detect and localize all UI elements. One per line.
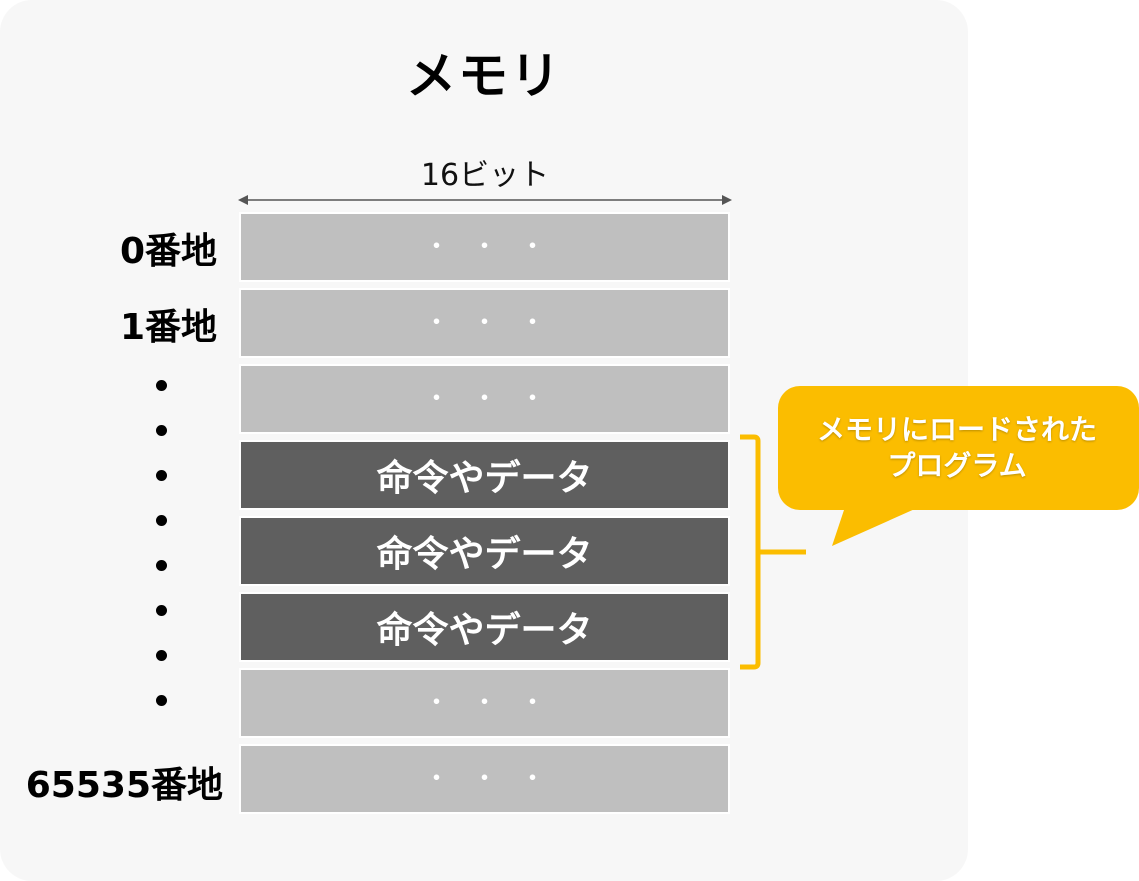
bit-width-arrow [238, 195, 732, 205]
memory-cell-program: 命令やデータ [239, 516, 730, 586]
callout-text: メモリにロードされた プログラム [782, 412, 1132, 484]
address-label-0: 0番地 [119, 231, 217, 272]
program-bracket [740, 434, 806, 670]
memory-cells: ・・・ ・・・ ・・・ 命令やデータ 命令やデータ 命令やデータ ・・・ ・・・ [239, 212, 730, 820]
ellipsis-dot [156, 650, 167, 661]
memory-cell-empty: ・・・ [239, 212, 730, 282]
ellipsis-dot [156, 425, 167, 436]
ellipsis-dot [156, 470, 167, 481]
address-label-1: 1番地 [119, 307, 217, 348]
vertical-ellipsis [156, 380, 174, 740]
cell-ellipsis: ・・・ [423, 308, 568, 338]
ellipsis-dot [156, 380, 167, 391]
callout-line-2: プログラム [887, 449, 1027, 482]
cell-ellipsis: ・・・ [423, 688, 568, 718]
address-label-last: 65535番地 [25, 765, 223, 806]
memory-cell-empty: ・・・ [239, 744, 730, 814]
ellipsis-dot [156, 605, 167, 616]
ellipsis-dot [156, 560, 167, 571]
ellipsis-dot [156, 515, 167, 526]
memory-cell-program: 命令やデータ [239, 592, 730, 662]
memory-cell-empty: ・・・ [239, 668, 730, 738]
cell-content: 命令やデータ [376, 458, 593, 499]
callout-bubble [778, 386, 1139, 546]
memory-cell-program: 命令やデータ [239, 440, 730, 510]
memory-cell-empty: ・・・ [239, 364, 730, 434]
cell-content: 命令やデータ [376, 610, 593, 651]
ellipsis-dot [156, 695, 167, 706]
callout-line-1: メモリにロードされた [816, 413, 1097, 446]
diagram-title: メモリ [406, 47, 562, 105]
cell-ellipsis: ・・・ [423, 384, 568, 414]
cell-ellipsis: ・・・ [423, 232, 568, 262]
cell-ellipsis: ・・・ [423, 764, 568, 794]
bit-width-label: 16ビット [420, 158, 550, 193]
cell-content: 命令やデータ [376, 534, 593, 575]
memory-cell-empty: ・・・ [239, 288, 730, 358]
